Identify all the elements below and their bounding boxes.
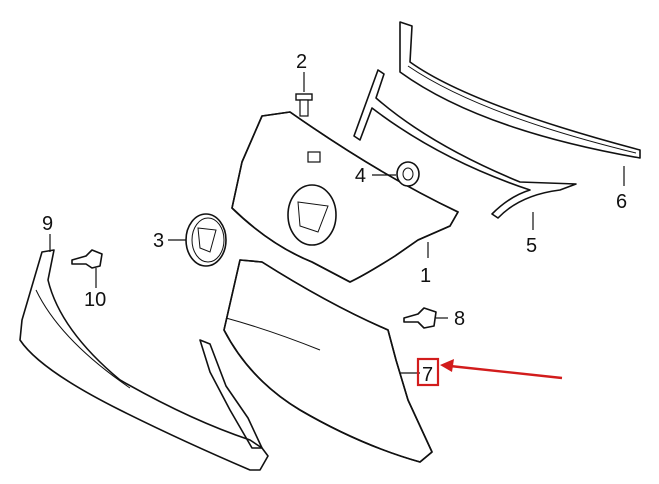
part-5-lower-molding (353, 69, 577, 219)
arrowhead-icon (440, 359, 454, 372)
part-2-clip (295, 93, 313, 117)
part-4-grommet (396, 161, 420, 187)
callout-4: 4 (355, 165, 366, 187)
part-3-emblem (185, 213, 227, 267)
part-6-upper-molding (399, 21, 641, 159)
part-8-screw (403, 307, 437, 329)
callout-9: 9 (42, 213, 53, 235)
callout-3: 3 (153, 230, 164, 252)
part-9-side-trim (19, 249, 269, 471)
part-side-bracket (199, 339, 263, 449)
callout-8: 8 (454, 308, 465, 330)
callout-5: 5 (526, 235, 537, 257)
highlight-arrow-icon (449, 364, 563, 380)
highlight-box (416, 357, 440, 387)
callout-10: 10 (84, 289, 106, 311)
callout-2: 2 (296, 51, 307, 73)
part-1-upper-grille (231, 111, 459, 283)
part-10-screw (71, 249, 103, 269)
callout-6: 6 (616, 191, 627, 213)
part-7-lower-grille (223, 259, 433, 463)
highlight-callout-7 (416, 357, 563, 387)
leader-lines (49, 72, 625, 374)
callout-7: 7 (422, 364, 433, 386)
callout-1: 1 (420, 265, 431, 287)
